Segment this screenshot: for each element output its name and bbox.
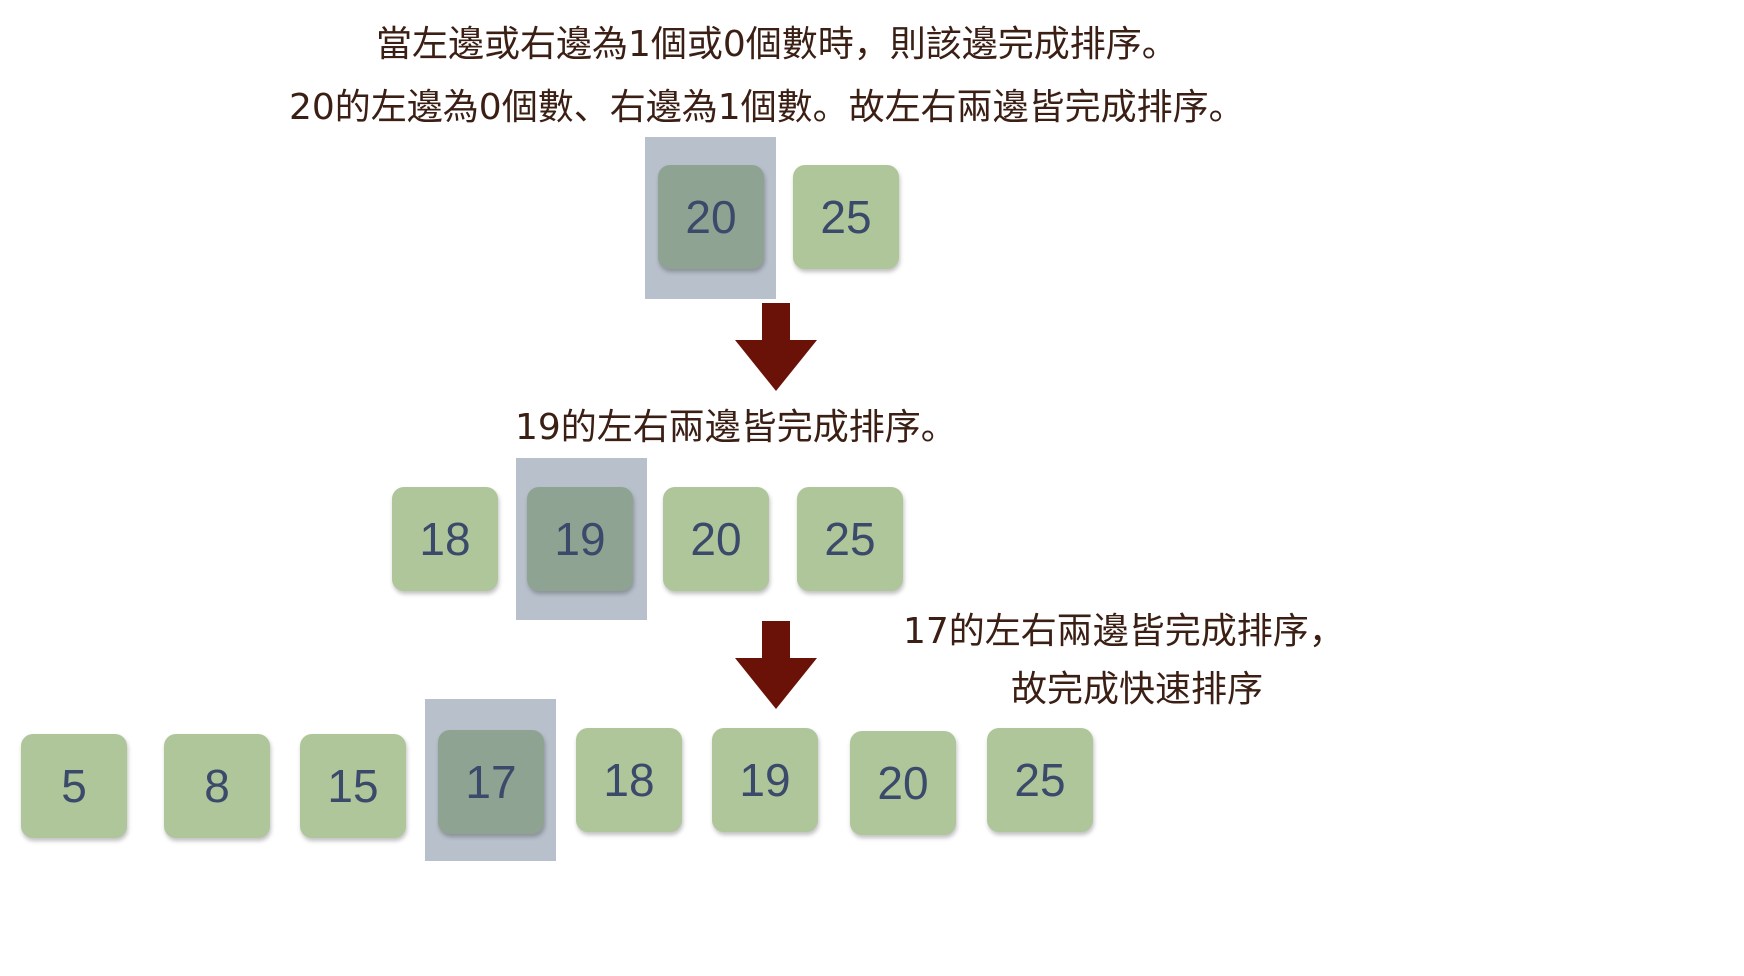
number-box-pivot: 19: [527, 487, 633, 591]
down-arrow-icon: [735, 621, 817, 709]
number-box: 15: [300, 734, 406, 838]
number-box: 25: [797, 487, 903, 591]
caption-step1: 20的左邊為0個數、右邊為1個數。故左右兩邊皆完成排序。: [289, 87, 1245, 128]
number-box: 8: [164, 734, 270, 838]
caption-step2: 19的左右兩邊皆完成排序。: [515, 407, 957, 448]
number-box: 18: [392, 487, 498, 591]
number-box: 25: [793, 165, 899, 269]
caption-step3: 17的左右兩邊皆完成排序，: [903, 611, 1345, 652]
number-box: 20: [663, 487, 769, 591]
number-box: 25: [987, 728, 1093, 832]
down-arrow-icon: [735, 303, 817, 391]
number-box: 18: [576, 728, 682, 832]
number-box-pivot: 20: [658, 165, 764, 269]
caption-rule: 當左邊或右邊為1個或0個數時，則該邊完成排序。: [376, 24, 1178, 65]
number-box: 19: [712, 728, 818, 832]
number-box: 20: [850, 731, 956, 835]
number-box-pivot: 17: [438, 730, 544, 834]
number-box: 5: [21, 734, 127, 838]
caption-done: 故完成快速排序: [1011, 669, 1264, 710]
